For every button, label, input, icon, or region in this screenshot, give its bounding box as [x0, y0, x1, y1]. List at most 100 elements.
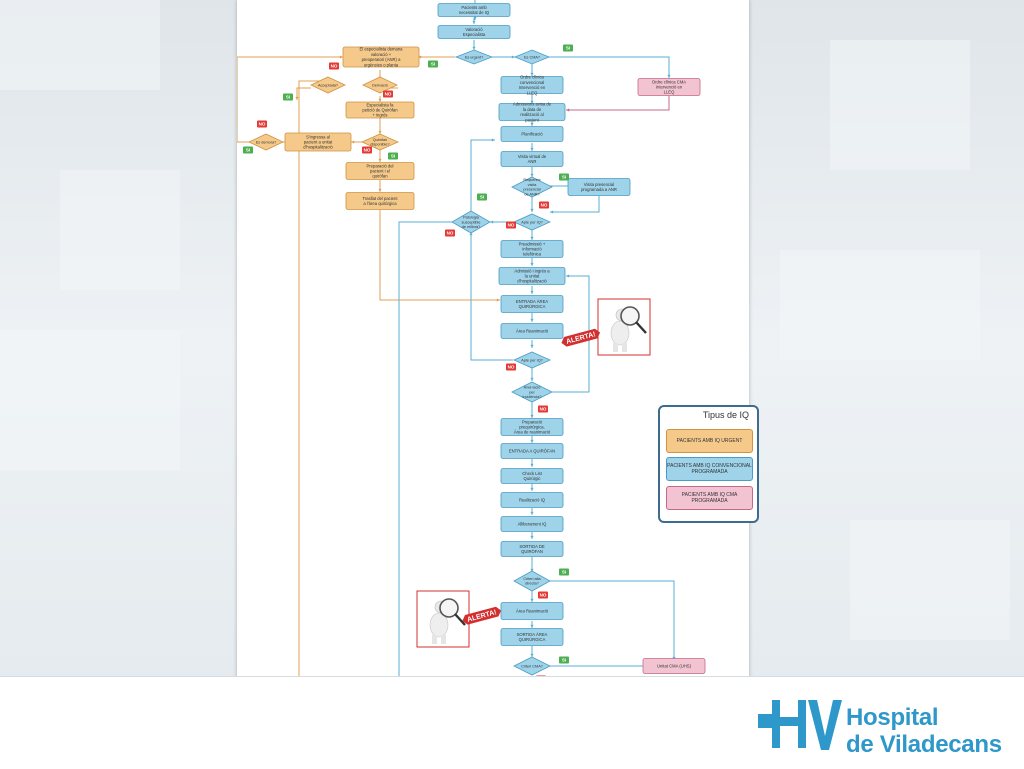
connector-arrow [530, 463, 534, 467]
connector-arrow [530, 72, 534, 76]
yes-tag: SI [243, 146, 253, 154]
svg-text:NO: NO [364, 148, 371, 153]
demora_q-label: Es demora? [256, 140, 276, 144]
connector-arrow [530, 100, 534, 104]
unitat-cma-box [642, 658, 706, 674]
connector-line [379, 210, 500, 301]
connector-line [470, 139, 495, 212]
connector-arrow [530, 568, 534, 572]
urgent-q-diamond [454, 49, 494, 65]
checklist-box [500, 468, 564, 484]
svg-text:NO: NO [331, 64, 338, 69]
connector-line [298, 80, 328, 755]
connector-arrow [530, 262, 534, 266]
planificacio-label: Planificació [521, 131, 543, 136]
svg-text:NO: NO [508, 223, 515, 228]
connector-arrow [490, 220, 494, 224]
yes-tag: SI [388, 152, 398, 160]
yes-tag: SI [559, 173, 569, 181]
connector-arrow [530, 511, 534, 515]
alert-illustration [597, 298, 651, 356]
no-tag: NO [362, 146, 372, 154]
connector-line [470, 232, 513, 361]
ordre-conv-box [500, 76, 564, 94]
area_reanimacio2-label: Àrea Reanimació [516, 608, 549, 613]
connector-arrow [472, 46, 476, 50]
cma-q-diamond [513, 49, 551, 65]
background-tile [60, 170, 180, 290]
connector-arrow [378, 130, 382, 134]
yes-tag: SI [563, 44, 573, 52]
connector-arrow [530, 173, 534, 177]
patologia-q-diamond [451, 210, 491, 234]
connector-arrow [418, 55, 422, 59]
svg-text:NO: NO [259, 122, 266, 127]
sortida-quirofan-box [500, 541, 564, 557]
apte2-q-diamond [513, 351, 551, 369]
connector-arrow [530, 290, 534, 294]
connector-arrow [667, 74, 671, 78]
svg-text:NO: NO [541, 203, 548, 208]
connector-arrow [530, 653, 534, 657]
connector-arrow [530, 487, 534, 491]
connector-line [550, 196, 600, 213]
planificacio-box [500, 126, 564, 142]
connector-arrow [530, 624, 534, 628]
connector-arrow [530, 147, 534, 151]
realitzacio-box [500, 492, 564, 508]
area-reanimacio2-box [500, 602, 564, 620]
unitat_cma-label: Unitat CMA (UHS) [657, 663, 692, 668]
legend-item-convencional: PACIENTS AMB IQ CONVENCIONAL PROGRAMADA [666, 457, 753, 481]
prep-prequir-box [500, 418, 564, 436]
connector-arrow [550, 210, 554, 214]
start-box [437, 3, 511, 17]
svg-text:SI: SI [431, 62, 435, 67]
no-tag: NO [538, 405, 548, 413]
requereix-q-diamond [511, 176, 553, 198]
svg-text:NO: NO [447, 231, 454, 236]
connector-line [237, 56, 343, 143]
valoracio-box [437, 25, 511, 39]
visita-virtual-box [500, 151, 564, 167]
demora-q-diamond [248, 133, 284, 151]
criteri_cma_q-label: Criteri CMA? [521, 664, 543, 668]
connector-arrow [530, 414, 534, 418]
connector-arrow [566, 108, 570, 112]
no-tag: NO [538, 591, 548, 599]
svg-text:NO: NO [540, 593, 547, 598]
svg-text:SI: SI [480, 195, 484, 200]
connector-arrow [496, 298, 500, 302]
svg-text:SI: SI [391, 154, 395, 159]
connector-arrow [491, 138, 495, 142]
demana-box [342, 46, 420, 68]
connector-arrow [295, 96, 299, 100]
area_reanimacio-label: Àrea Reanimació [516, 328, 549, 333]
preparacio-box [345, 162, 415, 180]
derivacio-q-diamond [362, 76, 398, 94]
entrada-quirofan-box [500, 443, 564, 459]
yes-tag: SI [477, 193, 487, 201]
connector-arrow [530, 208, 534, 212]
derivacio_q-label: Derivació [372, 83, 388, 87]
no-tag: NO [257, 120, 267, 128]
legend-item-urgent: PACIENTS AMB IQ URGENT [666, 429, 753, 453]
no-tag: NO [383, 90, 393, 98]
logo-line2: de Viladecans [846, 731, 1002, 758]
no-tag: NO [329, 62, 339, 70]
connector-arrow [530, 598, 534, 602]
